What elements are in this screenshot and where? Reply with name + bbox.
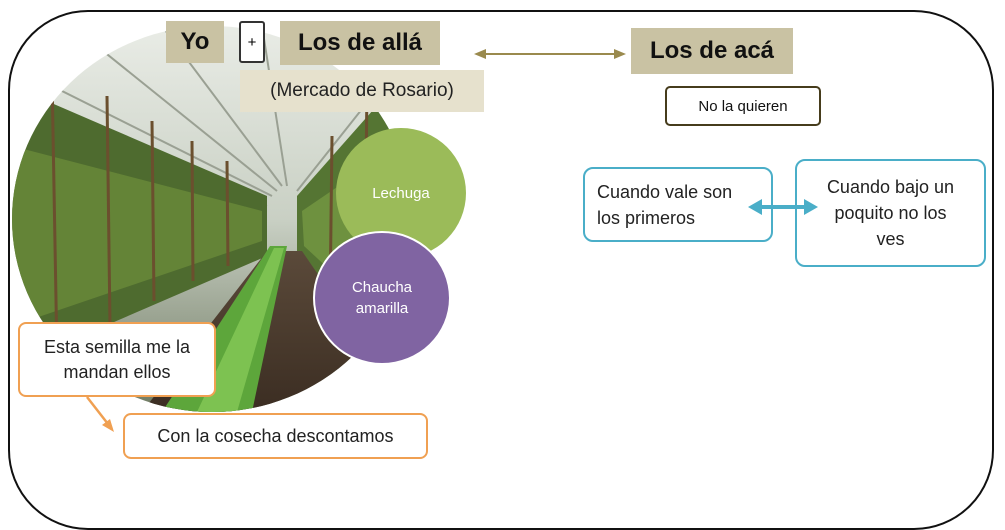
chaucha-label-line2: amarilla (355, 300, 409, 317)
cosecha-label: Con la cosecha descontamos (157, 425, 394, 446)
cuando-bajo-line3: ves (876, 229, 905, 249)
price-double-arrow (748, 199, 818, 215)
yo-box: Yo (166, 21, 224, 63)
no-la-quieren-label: No la quieren (698, 97, 788, 115)
los-de-alla-label: Los de allá (297, 29, 423, 56)
alla-aca-double-arrow (474, 49, 626, 59)
yo-label: Yo (180, 28, 210, 55)
cuando-vale-line1: Cuando vale son (597, 182, 733, 202)
plus-label: + (247, 33, 257, 51)
los-de-alla-box: Los de allá (280, 21, 440, 65)
connector-layer (86, 49, 818, 432)
cuando-bajo-line1: Cuando bajo un (826, 177, 955, 197)
cosecha-box: Con la cosecha descontamos (123, 413, 428, 459)
cuando-bajo-line2: poquito no los (834, 203, 947, 223)
los-de-aca-label: Los de acá (649, 37, 775, 64)
mercado-box: (Mercado de Rosario) (240, 70, 484, 112)
semilla-to-cosecha-arrow (86, 396, 114, 432)
lechuga-label: Lechuga (372, 184, 430, 202)
chaucha-circle: Chaucha amarilla (313, 231, 451, 365)
semilla-line1: Esta semilla me la (43, 337, 191, 357)
cuando-bajo-box: Cuando bajo un poquito no los ves (795, 159, 986, 267)
chaucha-label-line1: Chaucha (351, 279, 413, 296)
semilla-line2: mandan ellos (63, 362, 171, 382)
mercado-label: (Mercado de Rosario) (270, 80, 454, 101)
plus-box: + (239, 21, 265, 63)
semilla-box: Esta semilla me la mandan ellos (18, 322, 216, 397)
no-la-quieren-box: No la quieren (665, 86, 821, 126)
cuando-vale-line2: los primeros (597, 208, 696, 228)
los-de-aca-box: Los de acá (631, 28, 793, 74)
cuando-vale-box: Cuando vale son los primeros (583, 167, 773, 242)
